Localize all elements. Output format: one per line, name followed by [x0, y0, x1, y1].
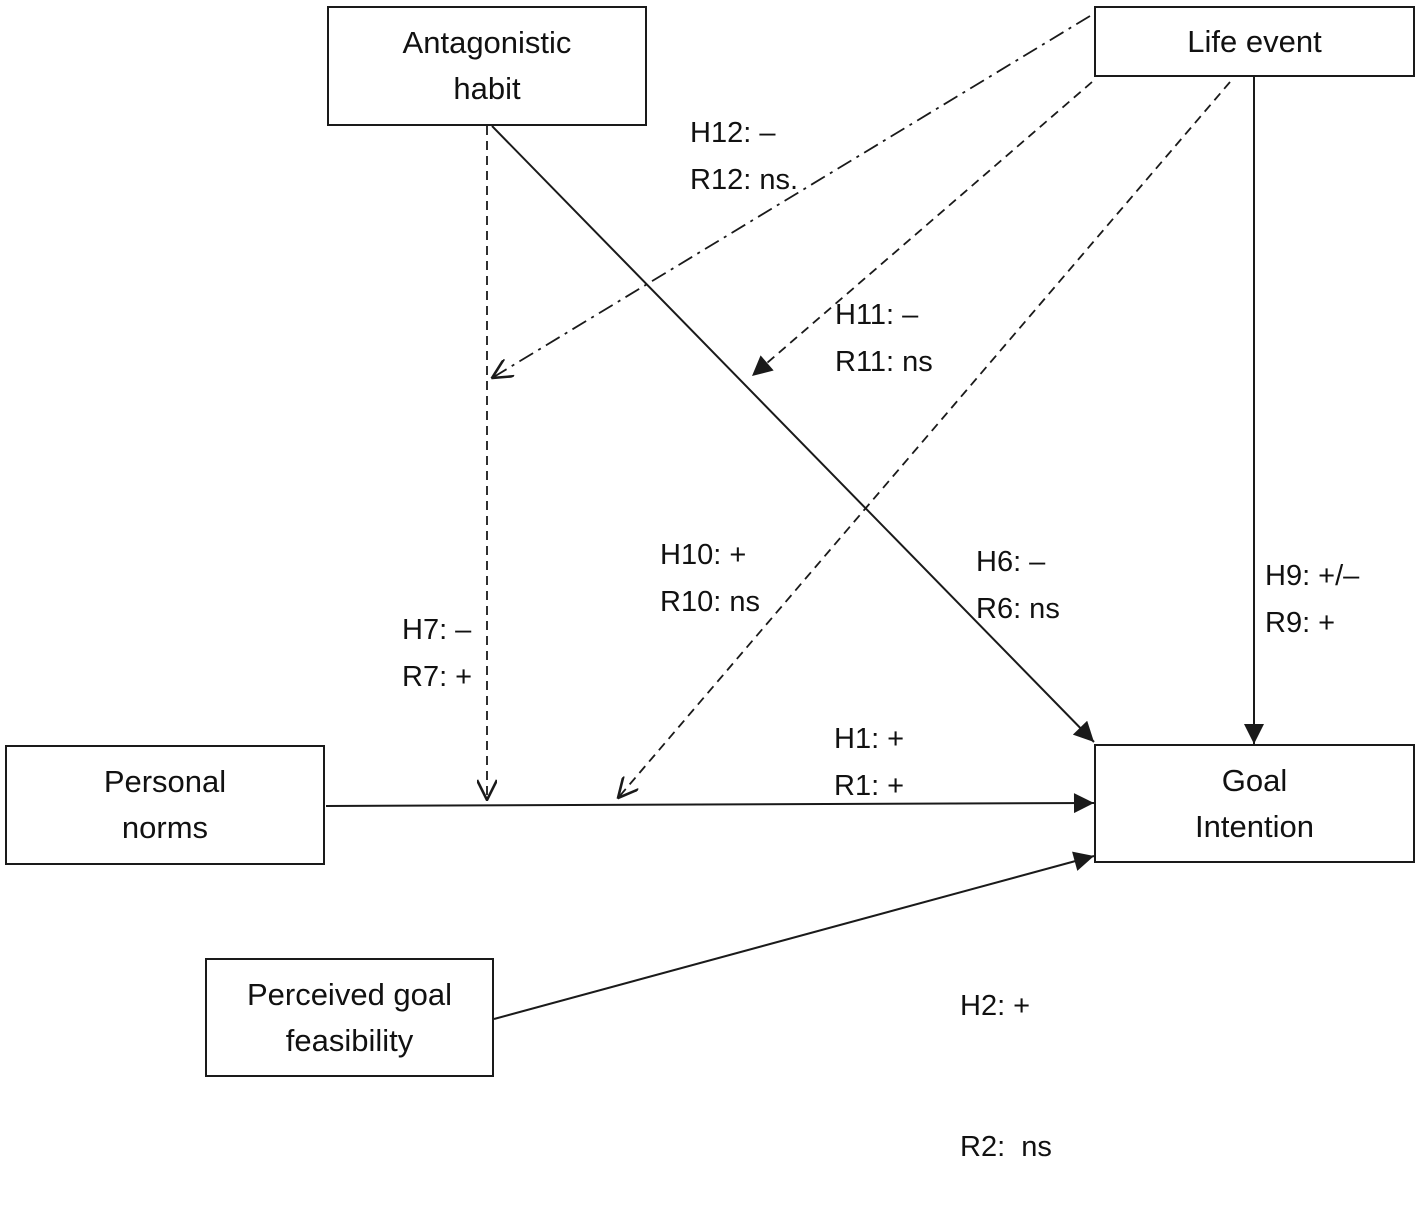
node-perceived-goal-feasibility: Perceived goal feasibility: [205, 958, 494, 1077]
label-h9-result: R9: +: [1265, 607, 1336, 639]
label-h9-hypothesis: H9: +/–: [1265, 560, 1360, 592]
edge-h1-norms-to-goal: [325, 793, 1095, 814]
edge-h2-feasibility-to-goal: [493, 851, 1095, 1020]
label-h12-result: R12: ns.: [690, 164, 798, 196]
label-h10-result: R10: ns: [660, 586, 760, 618]
label-h1: H1: + R1: +: [834, 716, 904, 810]
label-h6-hypothesis: H6: –: [976, 546, 1046, 578]
label-h11-hypothesis: H11: –: [835, 299, 919, 331]
label-h2-result: R2: ns: [960, 1131, 1052, 1163]
edge-h10-life-event-to-h1-path: [618, 81, 1231, 798]
node-goal-intention-line1: Goal: [1221, 762, 1288, 798]
node-antagonistic-habit: Antagonistic habit: [327, 6, 647, 126]
label-h1-result: R1: +: [834, 770, 905, 802]
label-h11-result: R11: ns: [835, 346, 933, 378]
node-goal-intention-line2: Intention: [1195, 808, 1314, 844]
label-h7-hypothesis: H7: –: [402, 614, 472, 646]
node-personal-norms: Personal norms: [5, 745, 325, 865]
node-life-event-label: Life event: [1187, 23, 1322, 59]
edge-h12-life-event-to-habit-path: [492, 15, 1091, 378]
node-perceived-goal-feasibility-line2: feasibility: [285, 1022, 414, 1058]
label-h11: H11: – R11: ns: [835, 292, 933, 386]
label-h12-hypothesis: H12: –: [690, 117, 776, 149]
label-h2: H2: + R2: ns: [960, 889, 1052, 1218]
node-antagonistic-habit-line1: Antagonistic: [402, 25, 572, 60]
node-life-event: Life event: [1094, 6, 1415, 77]
label-h10-hypothesis: H10: +: [660, 539, 747, 571]
label-h12: H12: – R12: ns.: [690, 110, 798, 204]
label-h7: H7: – R7: +: [402, 607, 472, 701]
label-h7-result: R7: +: [402, 661, 473, 693]
diagram-canvas: [325, 15, 1264, 1020]
edge-h6-habit-to-goal: [491, 125, 1095, 743]
node-personal-norms-line1: Personal: [103, 764, 227, 799]
label-h6: H6: – R6: ns: [976, 539, 1060, 633]
node-antagonistic-habit-line2: habit: [453, 71, 521, 106]
label-h6-result: R6: ns: [976, 593, 1060, 625]
node-personal-norms-line2: norms: [121, 810, 209, 845]
node-perceived-goal-feasibility-line1: Perceived goal: [246, 976, 453, 1012]
label-h1-hypothesis: H1: +: [834, 723, 905, 755]
node-goal-intention: Goal Intention: [1094, 744, 1415, 863]
label-h9: H9: +/– R9: +: [1265, 553, 1359, 647]
label-h2-hypothesis: H2: +: [960, 990, 1031, 1022]
label-h10: H10: + R10: ns: [660, 532, 760, 626]
